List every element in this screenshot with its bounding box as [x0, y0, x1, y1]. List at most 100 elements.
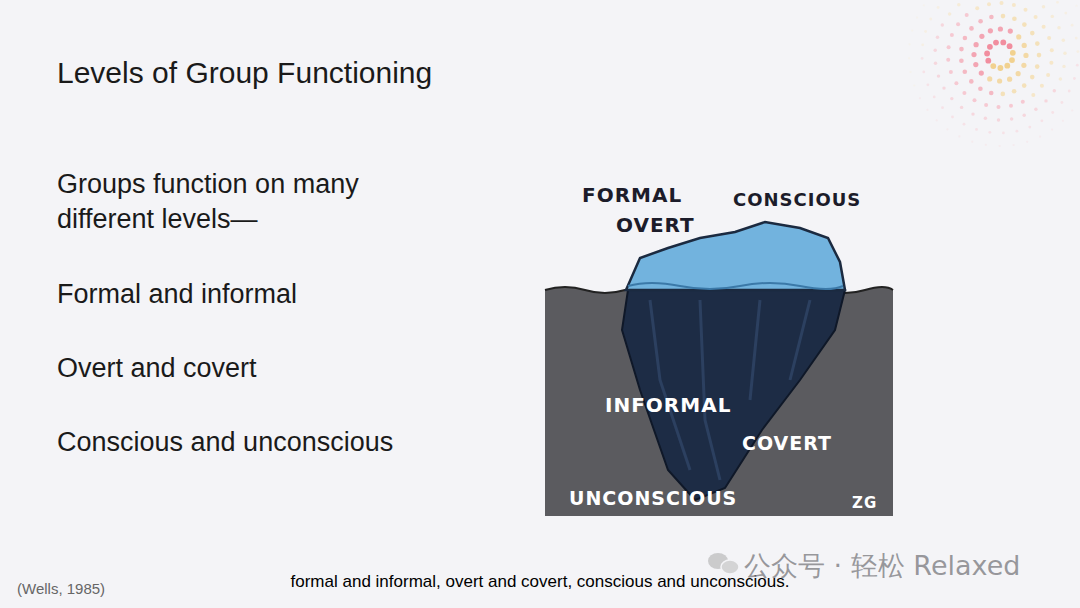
decorative-dot [1022, 22, 1027, 27]
slide-title: Levels of Group Functioning [57, 56, 432, 90]
decorative-dot [916, 16, 918, 18]
decorative-dot [934, 62, 937, 65]
decorative-dot [949, 70, 953, 74]
decorative-dot [922, 71, 925, 74]
decorative-dot [985, 144, 987, 146]
iceberg-label: FORMAL [582, 183, 682, 207]
decorative-dot [1016, 71, 1021, 76]
decorative-dot [1022, 43, 1027, 48]
citation: (Wells, 1985) [17, 580, 105, 597]
decorative-dot [1076, 64, 1079, 67]
decorative-dots [908, 1, 1079, 147]
decorative-dot [950, 97, 953, 100]
iceberg-label: COVERT [742, 432, 832, 454]
decorative-dot [971, 141, 973, 143]
decorative-dot [974, 42, 979, 47]
decorative-dot [978, 19, 983, 24]
decorative-dot [958, 135, 960, 137]
body-text: Overt and covert [57, 353, 257, 384]
decorative-dot [1007, 77, 1012, 82]
decorative-dot [969, 79, 974, 84]
decorative-dot [1004, 63, 1010, 69]
decorative-dot [1040, 84, 1044, 88]
decorative-dot [1009, 104, 1013, 108]
decorative-dot [929, 18, 932, 21]
decorative-dot [1077, 50, 1080, 53]
decorative-dot [1009, 57, 1015, 63]
decorative-dot [921, 43, 924, 46]
body-text: Groups function on many different levels… [57, 167, 417, 237]
decorative-dot [1062, 65, 1065, 68]
decorative-dot [987, 44, 993, 50]
decorative-dot [1021, 63, 1026, 68]
decorative-dot [946, 128, 948, 130]
decorative-dot [1021, 100, 1025, 104]
decorative-dot [984, 117, 987, 120]
decorative-dot [975, 128, 978, 131]
decorative-dot [960, 106, 963, 109]
decorative-dot [1012, 3, 1016, 7]
decorative-dot [1059, 77, 1062, 80]
decorative-dot [924, 30, 927, 33]
decorative-dot [1016, 130, 1019, 133]
decorative-dot [910, 71, 912, 73]
iceberg-label: INFORMAL [605, 393, 731, 417]
decorative-dot [1026, 141, 1028, 143]
decorative-dot [1042, 5, 1045, 8]
decorative-dot [971, 52, 976, 57]
decorative-dot [934, 49, 937, 52]
decorative-dot [1056, 1, 1059, 4]
decorative-dot [1034, 108, 1037, 111]
artist-signature: ZG [852, 494, 877, 512]
decorative-dot [959, 58, 964, 63]
decorative-dot [919, 97, 921, 99]
decorative-dot [963, 123, 966, 126]
decorative-dot [909, 43, 911, 45]
decorative-dot [1051, 129, 1053, 131]
decorative-dot [1041, 119, 1044, 122]
decorative-dot [989, 91, 994, 96]
decorative-dot [1073, 77, 1076, 80]
decorative-dot [987, 2, 991, 6]
decorative-dot [954, 81, 958, 85]
decorative-dot [942, 86, 945, 89]
decorative-dot [1064, 12, 1067, 15]
decorative-dot [979, 34, 984, 39]
decorative-dot [984, 103, 988, 107]
body-text: Formal and informal [57, 279, 297, 310]
decorative-dot [1001, 92, 1006, 97]
decorative-dot [1051, 15, 1054, 18]
decorative-dot [979, 71, 984, 76]
iceberg-label: OVERT [616, 213, 695, 237]
decorative-dot [959, 47, 964, 52]
decorative-dot [908, 57, 910, 59]
decorative-dot [937, 6, 940, 9]
decorative-dot [1024, 8, 1028, 12]
decorative-dot [1022, 83, 1027, 88]
decorative-dot [1023, 53, 1028, 58]
decorative-dot [971, 112, 974, 115]
decorative-dot [911, 30, 913, 32]
decorative-dot [973, 98, 977, 102]
decorative-dot [998, 65, 1004, 71]
decorative-dot [948, 12, 951, 15]
decorative-dot [941, 23, 944, 26]
decorative-dot [988, 131, 991, 134]
decorative-dot [1053, 89, 1056, 92]
decorative-dot [1008, 29, 1013, 34]
decorative-dot [936, 36, 939, 39]
decorative-dot [975, 6, 979, 10]
decorative-dot [984, 51, 990, 57]
decorative-dot [1013, 144, 1015, 146]
decorative-dot [993, 40, 999, 46]
decorative-dot [1075, 5, 1077, 7]
decorative-dot [988, 28, 993, 33]
decorative-dot [933, 96, 936, 99]
decorative-dot [1031, 93, 1035, 97]
decorative-dot [965, 13, 969, 17]
decorative-dot [1063, 52, 1066, 55]
decorative-dot [1050, 48, 1054, 52]
decorative-dot [990, 63, 996, 69]
decorative-dot [951, 116, 954, 119]
decorative-dot [989, 15, 994, 20]
